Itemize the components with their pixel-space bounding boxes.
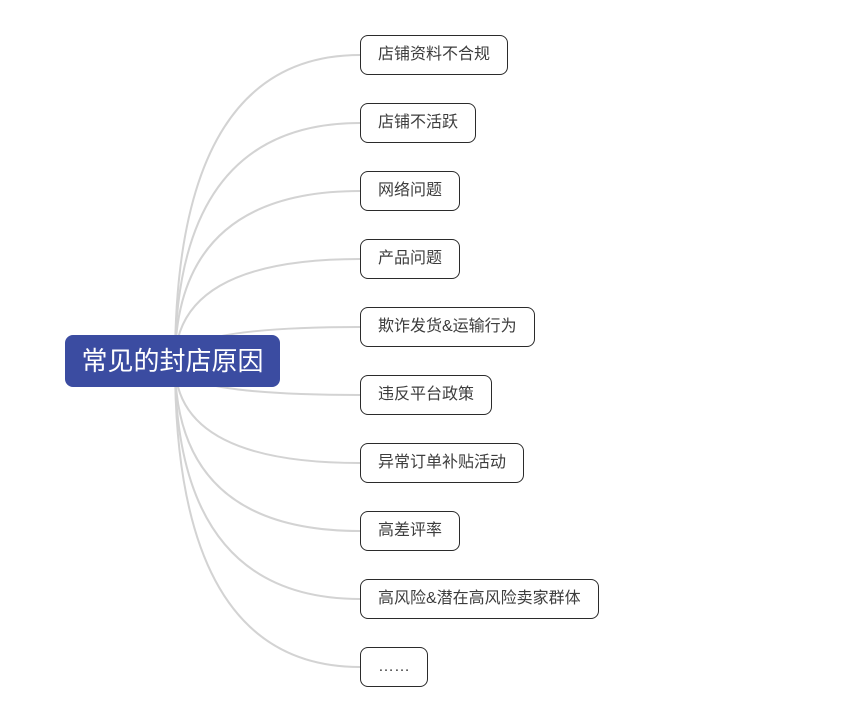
branch-store-profile-noncompliant[interactable]: 店铺资料不合规 [360, 35, 509, 75]
branch-ellipsis[interactable]: …… [360, 647, 428, 687]
branch-high-negative-review-rate[interactable]: 高差评率 [360, 511, 461, 551]
branch-network-issue[interactable]: 网络问题 [360, 171, 461, 211]
connector-line [174, 362, 361, 600]
connector-line [174, 362, 361, 668]
branch-fraud-shipping-behavior[interactable]: 欺诈发货&运输行为 [360, 307, 535, 347]
branch-store-inactive[interactable]: 店铺不活跃 [360, 103, 477, 143]
connector-line [174, 54, 361, 364]
central-topic[interactable]: 常见的封店原因 [65, 335, 280, 387]
branch-platform-policy-violation[interactable]: 违反平台政策 [360, 375, 493, 415]
branch-abnormal-order-subsidy[interactable]: 异常订单补贴活动 [360, 443, 525, 483]
connector-line [174, 362, 361, 532]
connector-line [174, 122, 361, 364]
branch-high-risk-sellers[interactable]: 高风险&潜在高风险卖家群体 [360, 579, 599, 619]
branch-product-issue[interactable]: 产品问题 [360, 239, 461, 279]
connector-line [174, 190, 361, 364]
